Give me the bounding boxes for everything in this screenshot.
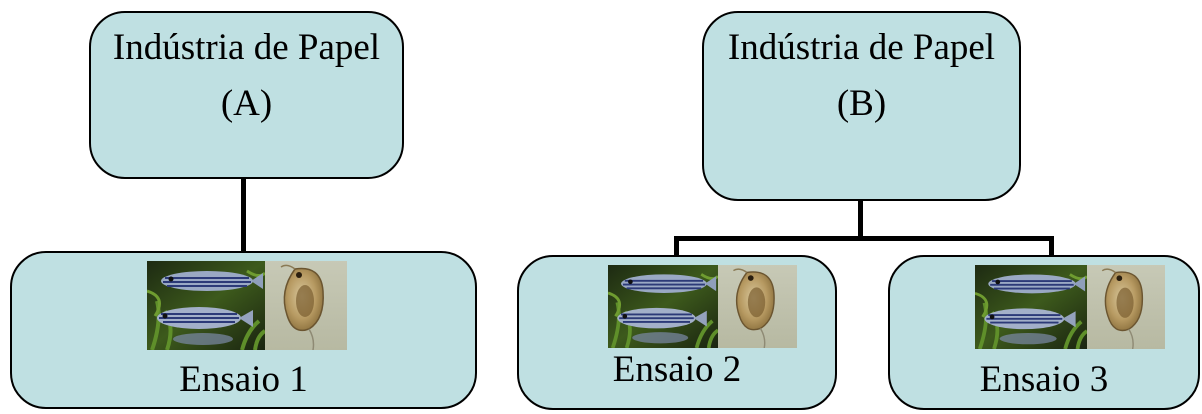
connector-b-ensaio2 bbox=[674, 236, 679, 256]
node-title: Indústria de Papel bbox=[112, 27, 381, 68]
node-industria-a: Indústria de Papel (A) bbox=[89, 11, 404, 179]
node-label: Ensaio 2 bbox=[612, 349, 742, 390]
organism-photos bbox=[608, 265, 797, 348]
connector-a-ensaio1 bbox=[241, 179, 246, 252]
daphnia-photo bbox=[265, 261, 347, 350]
node-ensaio-3: Ensaio 3 bbox=[888, 255, 1200, 410]
node-industria-b: Indústria de Papel (B) bbox=[702, 11, 1021, 201]
connector-b-bar bbox=[674, 236, 1054, 241]
daphnia-photo bbox=[718, 265, 797, 348]
node-subtitle: (A) bbox=[220, 83, 273, 124]
node-ensaio-1: Ensaio 1 bbox=[10, 251, 477, 409]
zebrafish-photo bbox=[147, 261, 265, 350]
zebrafish-photo bbox=[608, 265, 718, 348]
organism-photos bbox=[147, 261, 347, 350]
node-label: Ensaio 1 bbox=[179, 359, 308, 400]
connector-b-trunk bbox=[858, 201, 863, 240]
zebrafish-photo bbox=[975, 265, 1087, 349]
node-title: Indústria de Papel bbox=[727, 27, 996, 68]
node-label: Ensaio 3 bbox=[979, 359, 1109, 400]
daphnia-photo bbox=[1087, 265, 1165, 349]
node-ensaio-2: Ensaio 2 bbox=[517, 255, 837, 410]
node-subtitle: (B) bbox=[836, 83, 887, 124]
connector-b-ensaio3 bbox=[1049, 236, 1054, 256]
organism-photos bbox=[975, 265, 1165, 349]
